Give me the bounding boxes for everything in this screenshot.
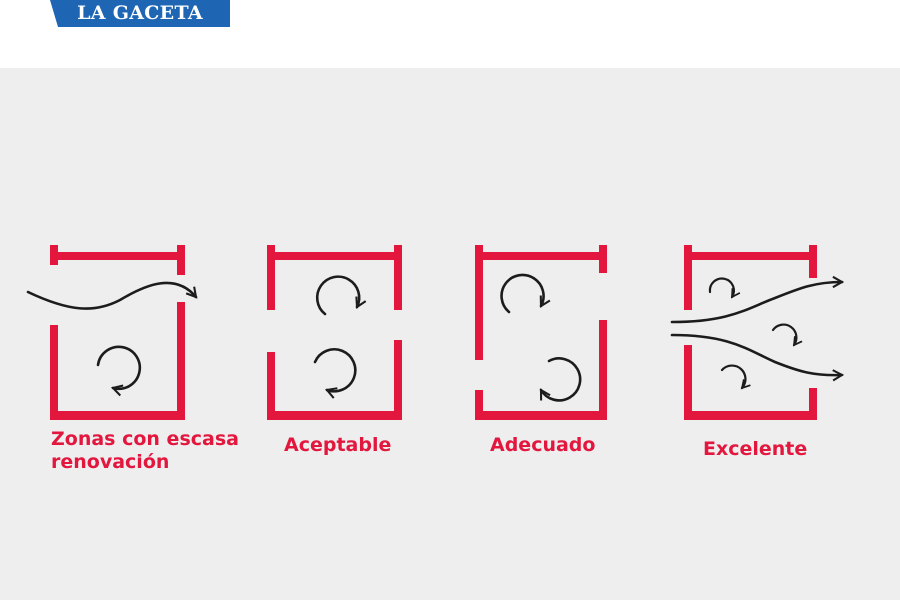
circulation-arrow-icon xyxy=(96,345,142,397)
circulation-arrow-icon xyxy=(313,348,357,399)
caption-excellent: Excelente xyxy=(703,438,807,461)
room-wall-right-lower xyxy=(809,388,817,420)
circulation-arrow-icon xyxy=(315,275,367,316)
room-wall-left-upper xyxy=(684,245,692,310)
room-wall-left-lower xyxy=(684,345,692,420)
circulation-arrow-icon xyxy=(500,273,551,314)
caption-line: Excelente xyxy=(703,438,808,460)
room-wall-right-lower xyxy=(177,302,185,420)
room-wall-left-upper xyxy=(267,245,275,310)
room-acceptable-airflow xyxy=(313,275,367,399)
room-wall-top xyxy=(54,252,184,260)
room-wall-right-upper xyxy=(809,245,817,278)
caption-poor-renewal: Zonas con escasa renovación xyxy=(51,428,239,474)
room-wall-left-upper xyxy=(475,245,483,360)
room-wall-right-upper xyxy=(394,245,402,310)
room-wall-left-lower xyxy=(267,352,275,420)
caption-line: Zonas con escasa xyxy=(51,428,239,450)
caption-line: Aceptable xyxy=(284,434,392,456)
room-wall-left-lower xyxy=(475,390,483,420)
room-excellent-airflow xyxy=(670,275,845,390)
room-wall-top xyxy=(475,252,607,260)
room-poor-renewal xyxy=(50,245,185,420)
room-poor-renewal-airflow xyxy=(26,281,198,397)
room-wall-top xyxy=(684,252,817,260)
room-wall-bottom xyxy=(267,411,402,420)
room-wall-right-lower xyxy=(599,320,607,420)
room-wall-bottom xyxy=(475,411,607,420)
circulation-arrow-icon xyxy=(771,323,803,347)
caption-adequate: Adecuado xyxy=(490,434,595,457)
room-wall-bottom xyxy=(50,411,185,420)
room-wall-right-lower xyxy=(394,340,402,420)
circulation-arrow-icon xyxy=(539,357,582,402)
header-bar: LA GACETA xyxy=(0,0,900,68)
room-excellent xyxy=(684,245,817,420)
room-adequate xyxy=(475,245,607,420)
airflow-arrow xyxy=(670,333,845,382)
caption-acceptable: Aceptable xyxy=(284,434,391,457)
caption-line: Adecuado xyxy=(490,434,596,456)
airflow-arrow xyxy=(26,281,198,310)
ventilation-infographic: Zonas con escasa renovación Aceptable Ad… xyxy=(0,68,900,600)
caption-line: renovación xyxy=(51,451,170,473)
room-wall-left-lower xyxy=(50,325,58,420)
circulation-arrow-icon xyxy=(708,277,741,299)
room-acceptable xyxy=(267,245,402,420)
room-wall-bottom xyxy=(684,411,817,420)
circulation-arrow-icon xyxy=(720,364,751,390)
room-wall-top-right-cap xyxy=(177,245,185,275)
room-wall-top-left-cap xyxy=(50,245,58,265)
room-wall-right-upper xyxy=(599,245,607,273)
ventilation-diagram xyxy=(26,245,845,420)
airflow-arrow xyxy=(670,275,845,324)
room-adequate-airflow xyxy=(500,273,582,402)
room-wall-top xyxy=(267,252,402,260)
la-gaceta-logo[interactable]: LA GACETA xyxy=(50,0,230,27)
